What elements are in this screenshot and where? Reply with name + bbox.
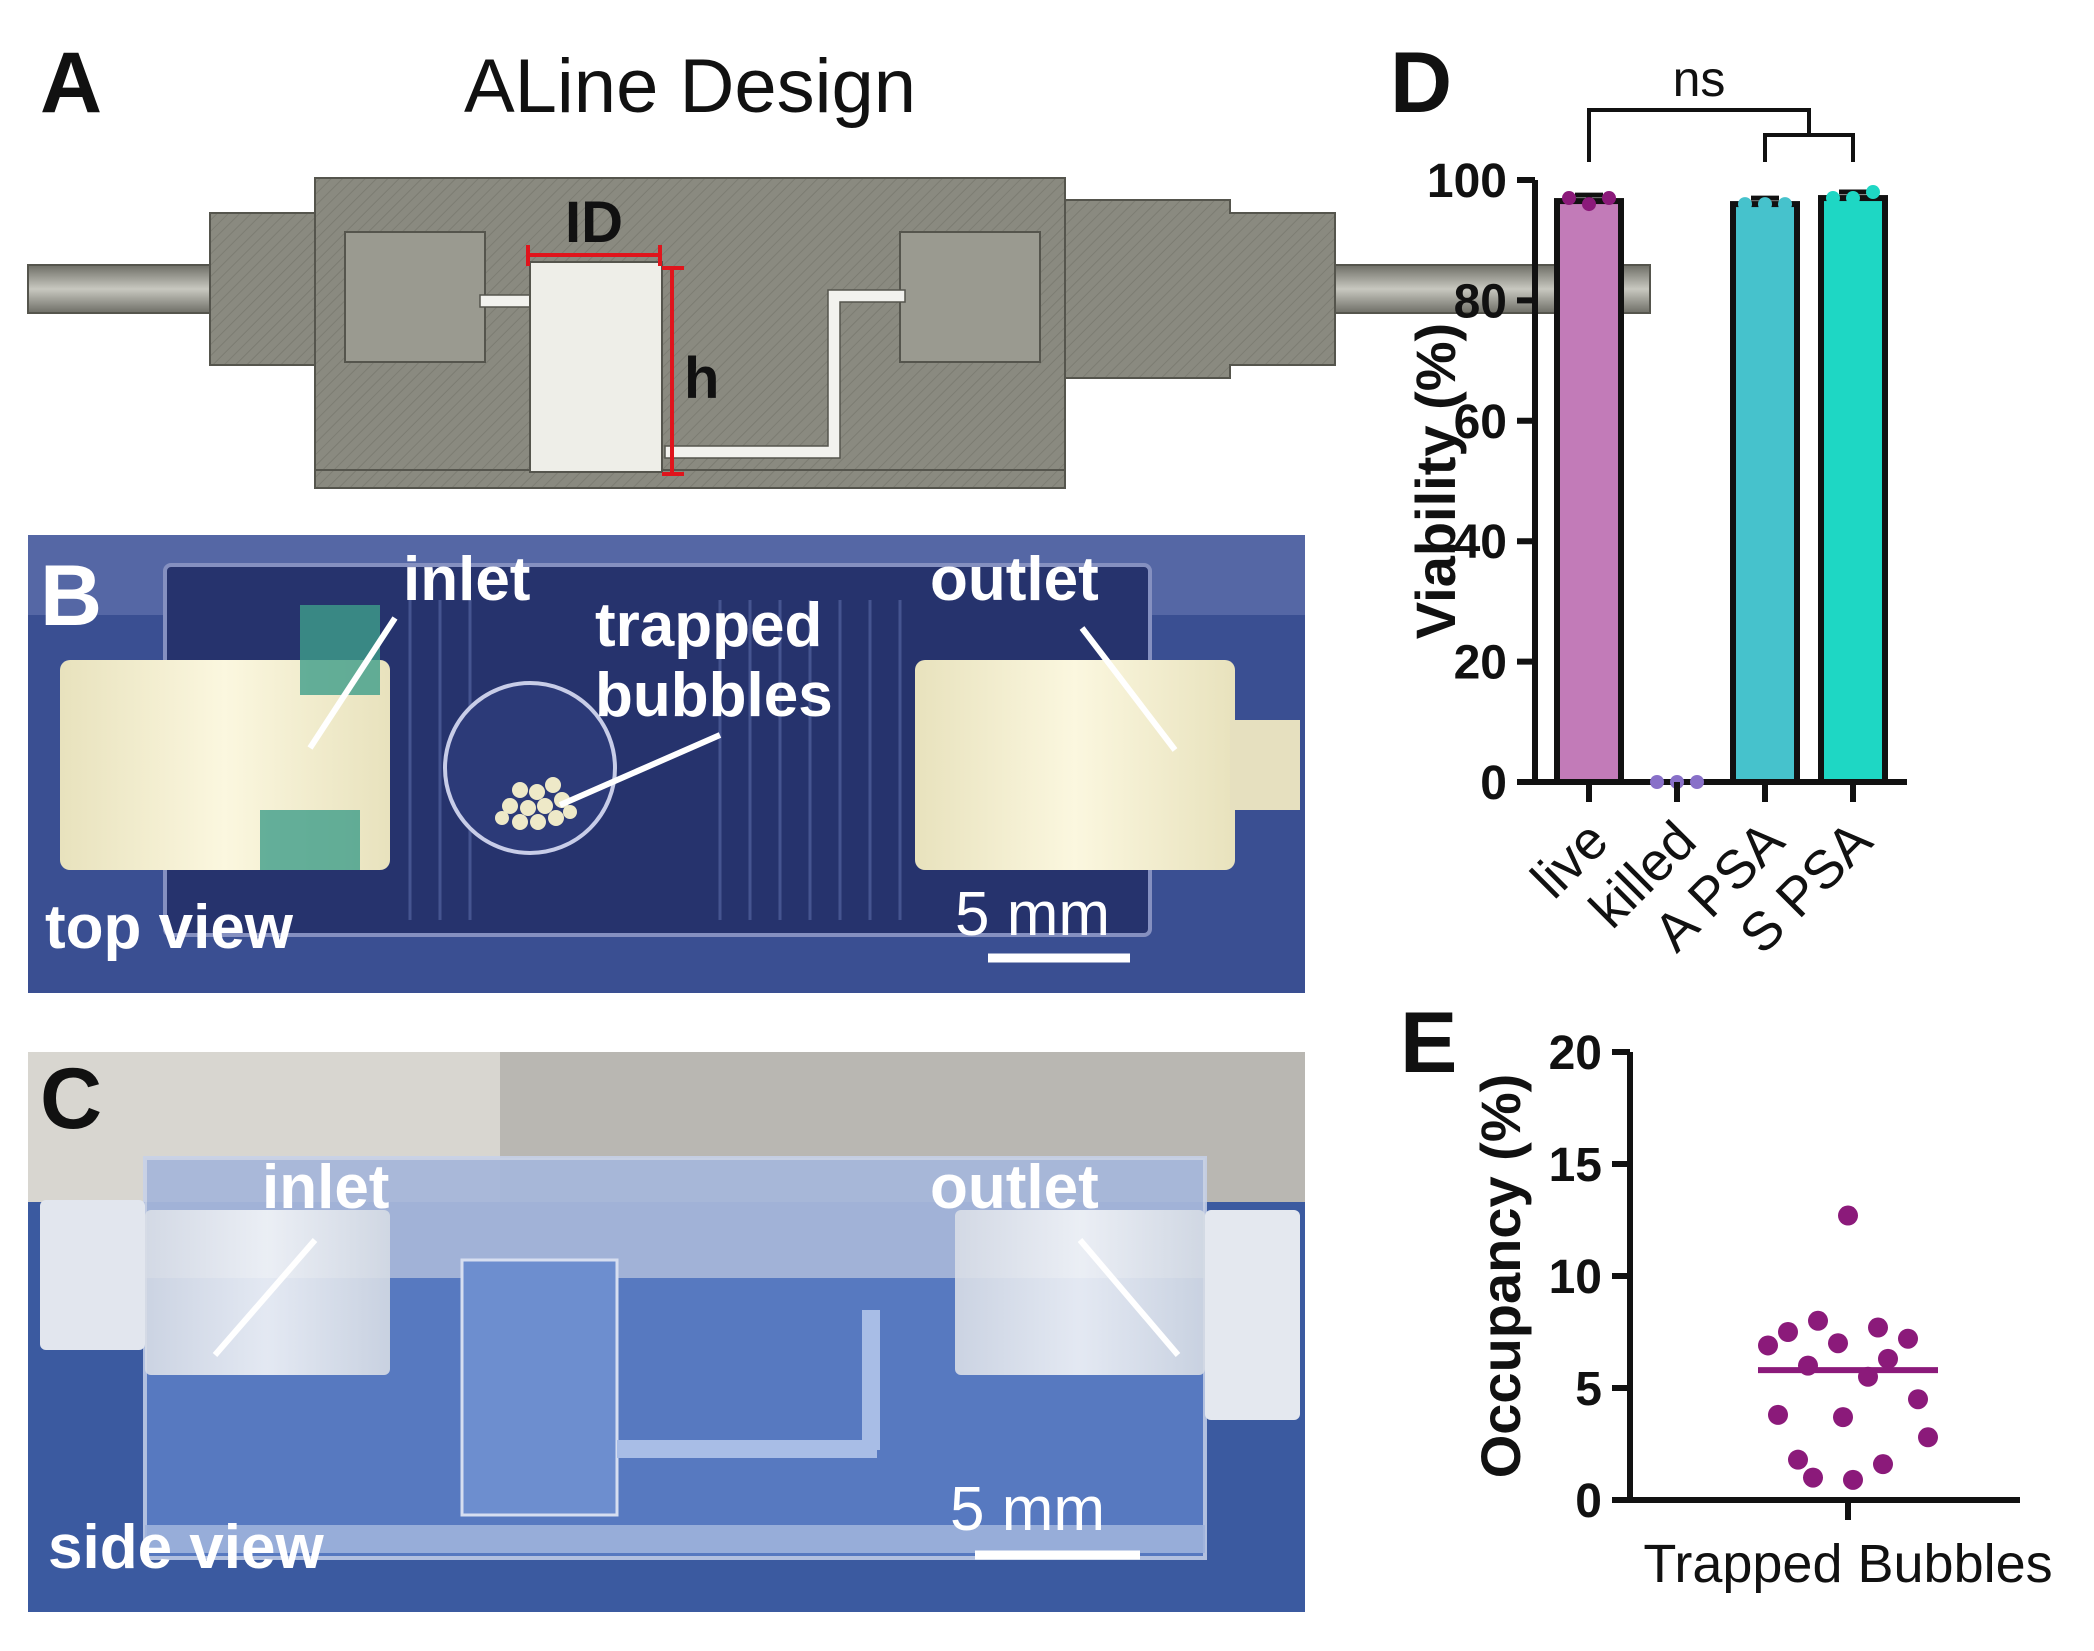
panel-b-letter: B — [40, 548, 102, 644]
data-point — [1826, 191, 1840, 206]
trapped-label: trapped — [595, 591, 822, 660]
data-point — [1768, 1404, 1788, 1425]
side-outlet-pointer — [1077, 1238, 1181, 1357]
y-tick-label: 80 — [1454, 275, 1507, 328]
y-tick-label: 20 — [1549, 1027, 1602, 1080]
bar — [1554, 198, 1624, 785]
y-tick-label: 10 — [1549, 1251, 1602, 1304]
y-tick-label: 15 — [1549, 1139, 1602, 1192]
h-dimension-label: h — [684, 346, 719, 411]
top-view-ribs — [408, 600, 902, 920]
data-point — [1878, 1348, 1898, 1369]
bracket-inner — [1763, 133, 1855, 162]
top-outlet-fitting — [915, 660, 1235, 870]
data-point — [1778, 1322, 1798, 1342]
side-outlet-label: outlet — [930, 1153, 1099, 1222]
data-point — [1828, 1333, 1848, 1354]
data-point — [1650, 775, 1664, 789]
right-fitting — [1064, 199, 1336, 379]
data-point — [1873, 1454, 1893, 1475]
y-tick-label: 5 — [1575, 1363, 1602, 1416]
data-point — [1898, 1328, 1918, 1349]
bar — [1818, 195, 1888, 785]
y-tick-label: 60 — [1454, 396, 1507, 449]
data-point — [1738, 197, 1752, 212]
top-scale-label: 5 mm — [955, 880, 1110, 949]
panel-a-title: ALine Design — [464, 44, 916, 129]
panel-e-letter: E — [1400, 995, 1457, 1091]
left-thread-cavity — [344, 231, 486, 363]
outlet-channel — [664, 289, 906, 459]
panel-c-letter: C — [40, 1051, 102, 1147]
y-tick-label: 100 — [1427, 155, 1507, 208]
data-point — [1562, 191, 1576, 206]
top-outlet-pointer — [1079, 626, 1178, 752]
data-point — [1758, 1335, 1778, 1356]
bubble-chamber — [529, 261, 663, 473]
data-point — [1846, 191, 1860, 206]
data-point — [1908, 1389, 1928, 1410]
data-point — [1866, 185, 1880, 200]
data-point — [1868, 1317, 1888, 1338]
panel-c: inlet outlet side view 5 mm C — [28, 1051, 1305, 1612]
y-axis-title: Occupancy (%) — [1469, 1074, 1532, 1479]
data-point — [1690, 775, 1704, 789]
data-point — [1803, 1467, 1823, 1488]
bracket-outer — [1587, 108, 1811, 162]
side-outlet-fitting — [955, 1210, 1205, 1375]
side-inlet-label: inlet — [262, 1153, 389, 1222]
trapped-bubbles-cluster — [495, 777, 577, 830]
data-point — [1808, 1310, 1828, 1331]
green-tape — [300, 605, 380, 695]
top-inlet-label: inlet — [403, 545, 530, 614]
data-point — [1833, 1407, 1853, 1428]
y-tick-label: 0 — [1575, 1475, 1602, 1528]
data-point — [1778, 197, 1792, 212]
top-view-label: top view — [45, 893, 294, 962]
data-point — [1838, 1205, 1858, 1226]
side-view-chamber — [460, 1258, 619, 1517]
top-view-chamber — [443, 681, 617, 855]
data-point — [1758, 197, 1772, 212]
data-point — [1582, 197, 1596, 212]
dimension-annotations: ID h — [526, 190, 719, 476]
panel-d-letter: D — [1390, 35, 1452, 131]
data-point — [1788, 1449, 1808, 1470]
bubbles-label: bubbles — [595, 661, 833, 730]
y-tick-label: 20 — [1454, 637, 1507, 690]
bar — [1730, 201, 1800, 785]
y-axis-title: Viability (%) — [1404, 323, 1467, 639]
side-inlet-pointer — [212, 1238, 318, 1357]
panel-b: inlet outlet trapped bubbles top view 5 … — [28, 535, 1305, 993]
top-outlet-label: outlet — [930, 545, 1099, 614]
bubbles-pointer — [558, 732, 722, 808]
significance-label: ns — [1673, 51, 1726, 107]
y-tick-label: 40 — [1454, 516, 1507, 569]
top-inlet-pointer — [307, 616, 398, 750]
y-tick-label: 0 — [1480, 757, 1507, 810]
panel-a-letter: A — [40, 35, 102, 131]
x-category-label: Trapped Bubbles — [1643, 1534, 2052, 1594]
data-point — [1918, 1427, 1938, 1448]
side-view-label: side view — [48, 1513, 324, 1582]
id-dimension-label: ID — [565, 190, 623, 255]
data-point — [1843, 1469, 1863, 1490]
data-point — [1602, 191, 1616, 206]
right-thread-cavity — [899, 231, 1041, 363]
side-scale-label: 5 mm — [950, 1475, 1105, 1544]
